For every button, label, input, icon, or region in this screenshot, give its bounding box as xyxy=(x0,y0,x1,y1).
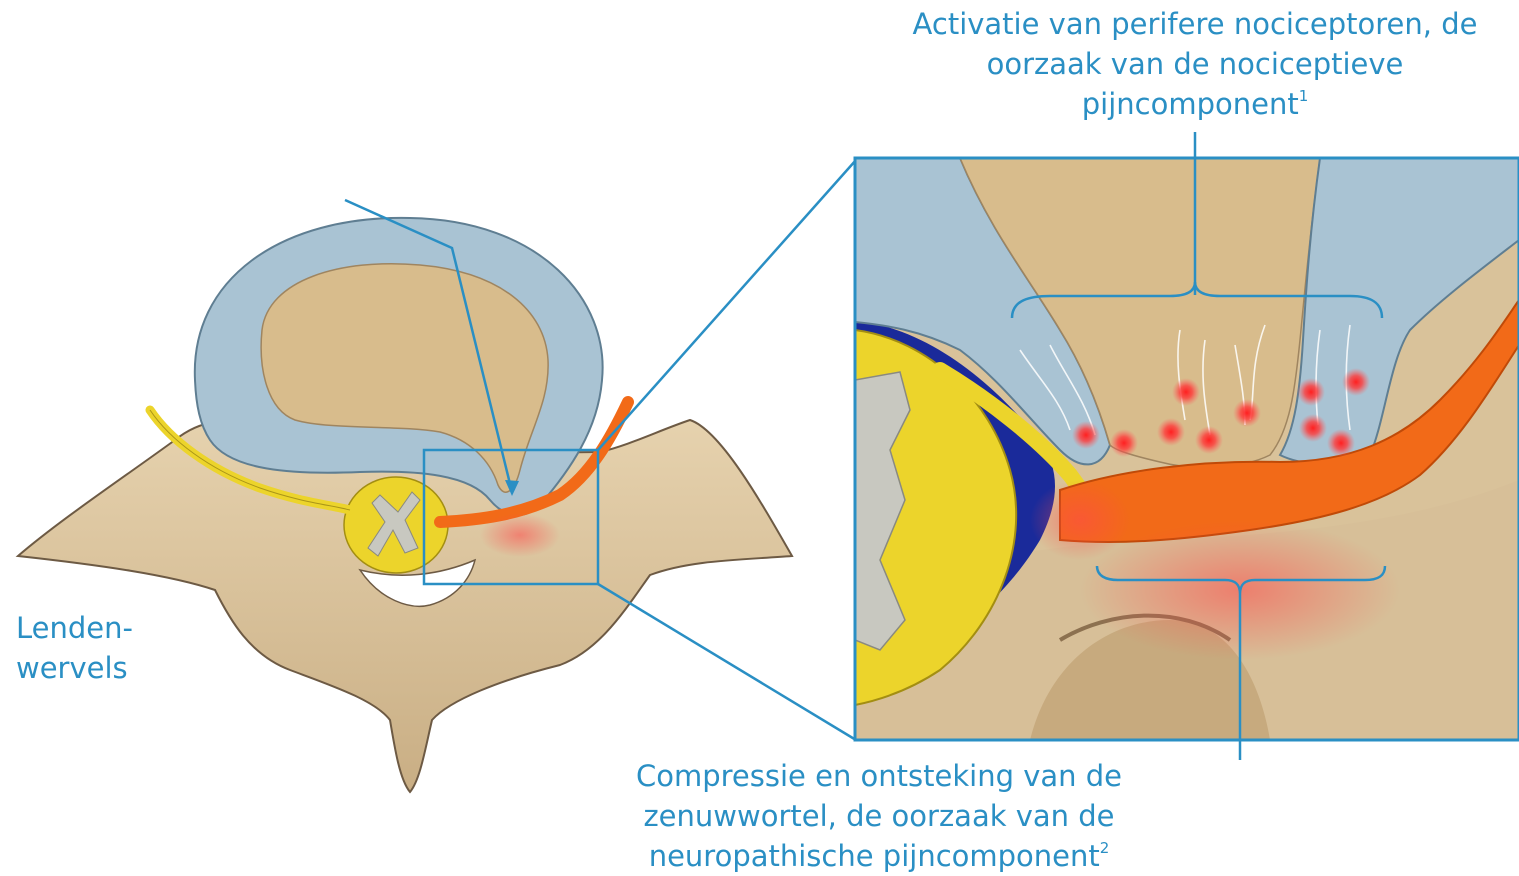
nociceptive-caption-line-1: Activatie van perifere nociceptoren, de xyxy=(872,4,1518,44)
neuropathic-caption-line-2: zenuwwortel, de oorzaak van de xyxy=(606,796,1152,836)
neuropathic-caption-line-1: Compressie en ontsteking van de xyxy=(606,756,1152,796)
nociceptive-caption-line-3: pijncomponent1 xyxy=(872,84,1518,124)
vertebra-bone xyxy=(18,420,792,792)
vertebra xyxy=(18,200,792,792)
reference-2: 2 xyxy=(1100,839,1110,857)
nociceptive-caption-line-2: oorzaak van de nociceptieve xyxy=(872,44,1518,84)
reference-1: 1 xyxy=(1299,87,1309,105)
vertebra-label: Lenden- wervels xyxy=(16,608,133,688)
nociceptive-caption: Activatie van perifere nociceptoren, de … xyxy=(872,4,1518,124)
neuropathic-caption: Compressie en ontsteking van de zenuwwor… xyxy=(606,756,1152,876)
magnified-inset xyxy=(855,158,1519,740)
vertebra-label-line-2: wervels xyxy=(16,648,133,688)
neuropathic-caption-last: neuropathische pijncomponent xyxy=(649,839,1100,873)
vertebra-label-line-1: Lenden- xyxy=(16,608,133,648)
neuropathic-caption-line-3: neuropathische pijncomponent2 xyxy=(606,836,1152,876)
nociceptive-caption-last: pijncomponent xyxy=(1082,87,1299,121)
